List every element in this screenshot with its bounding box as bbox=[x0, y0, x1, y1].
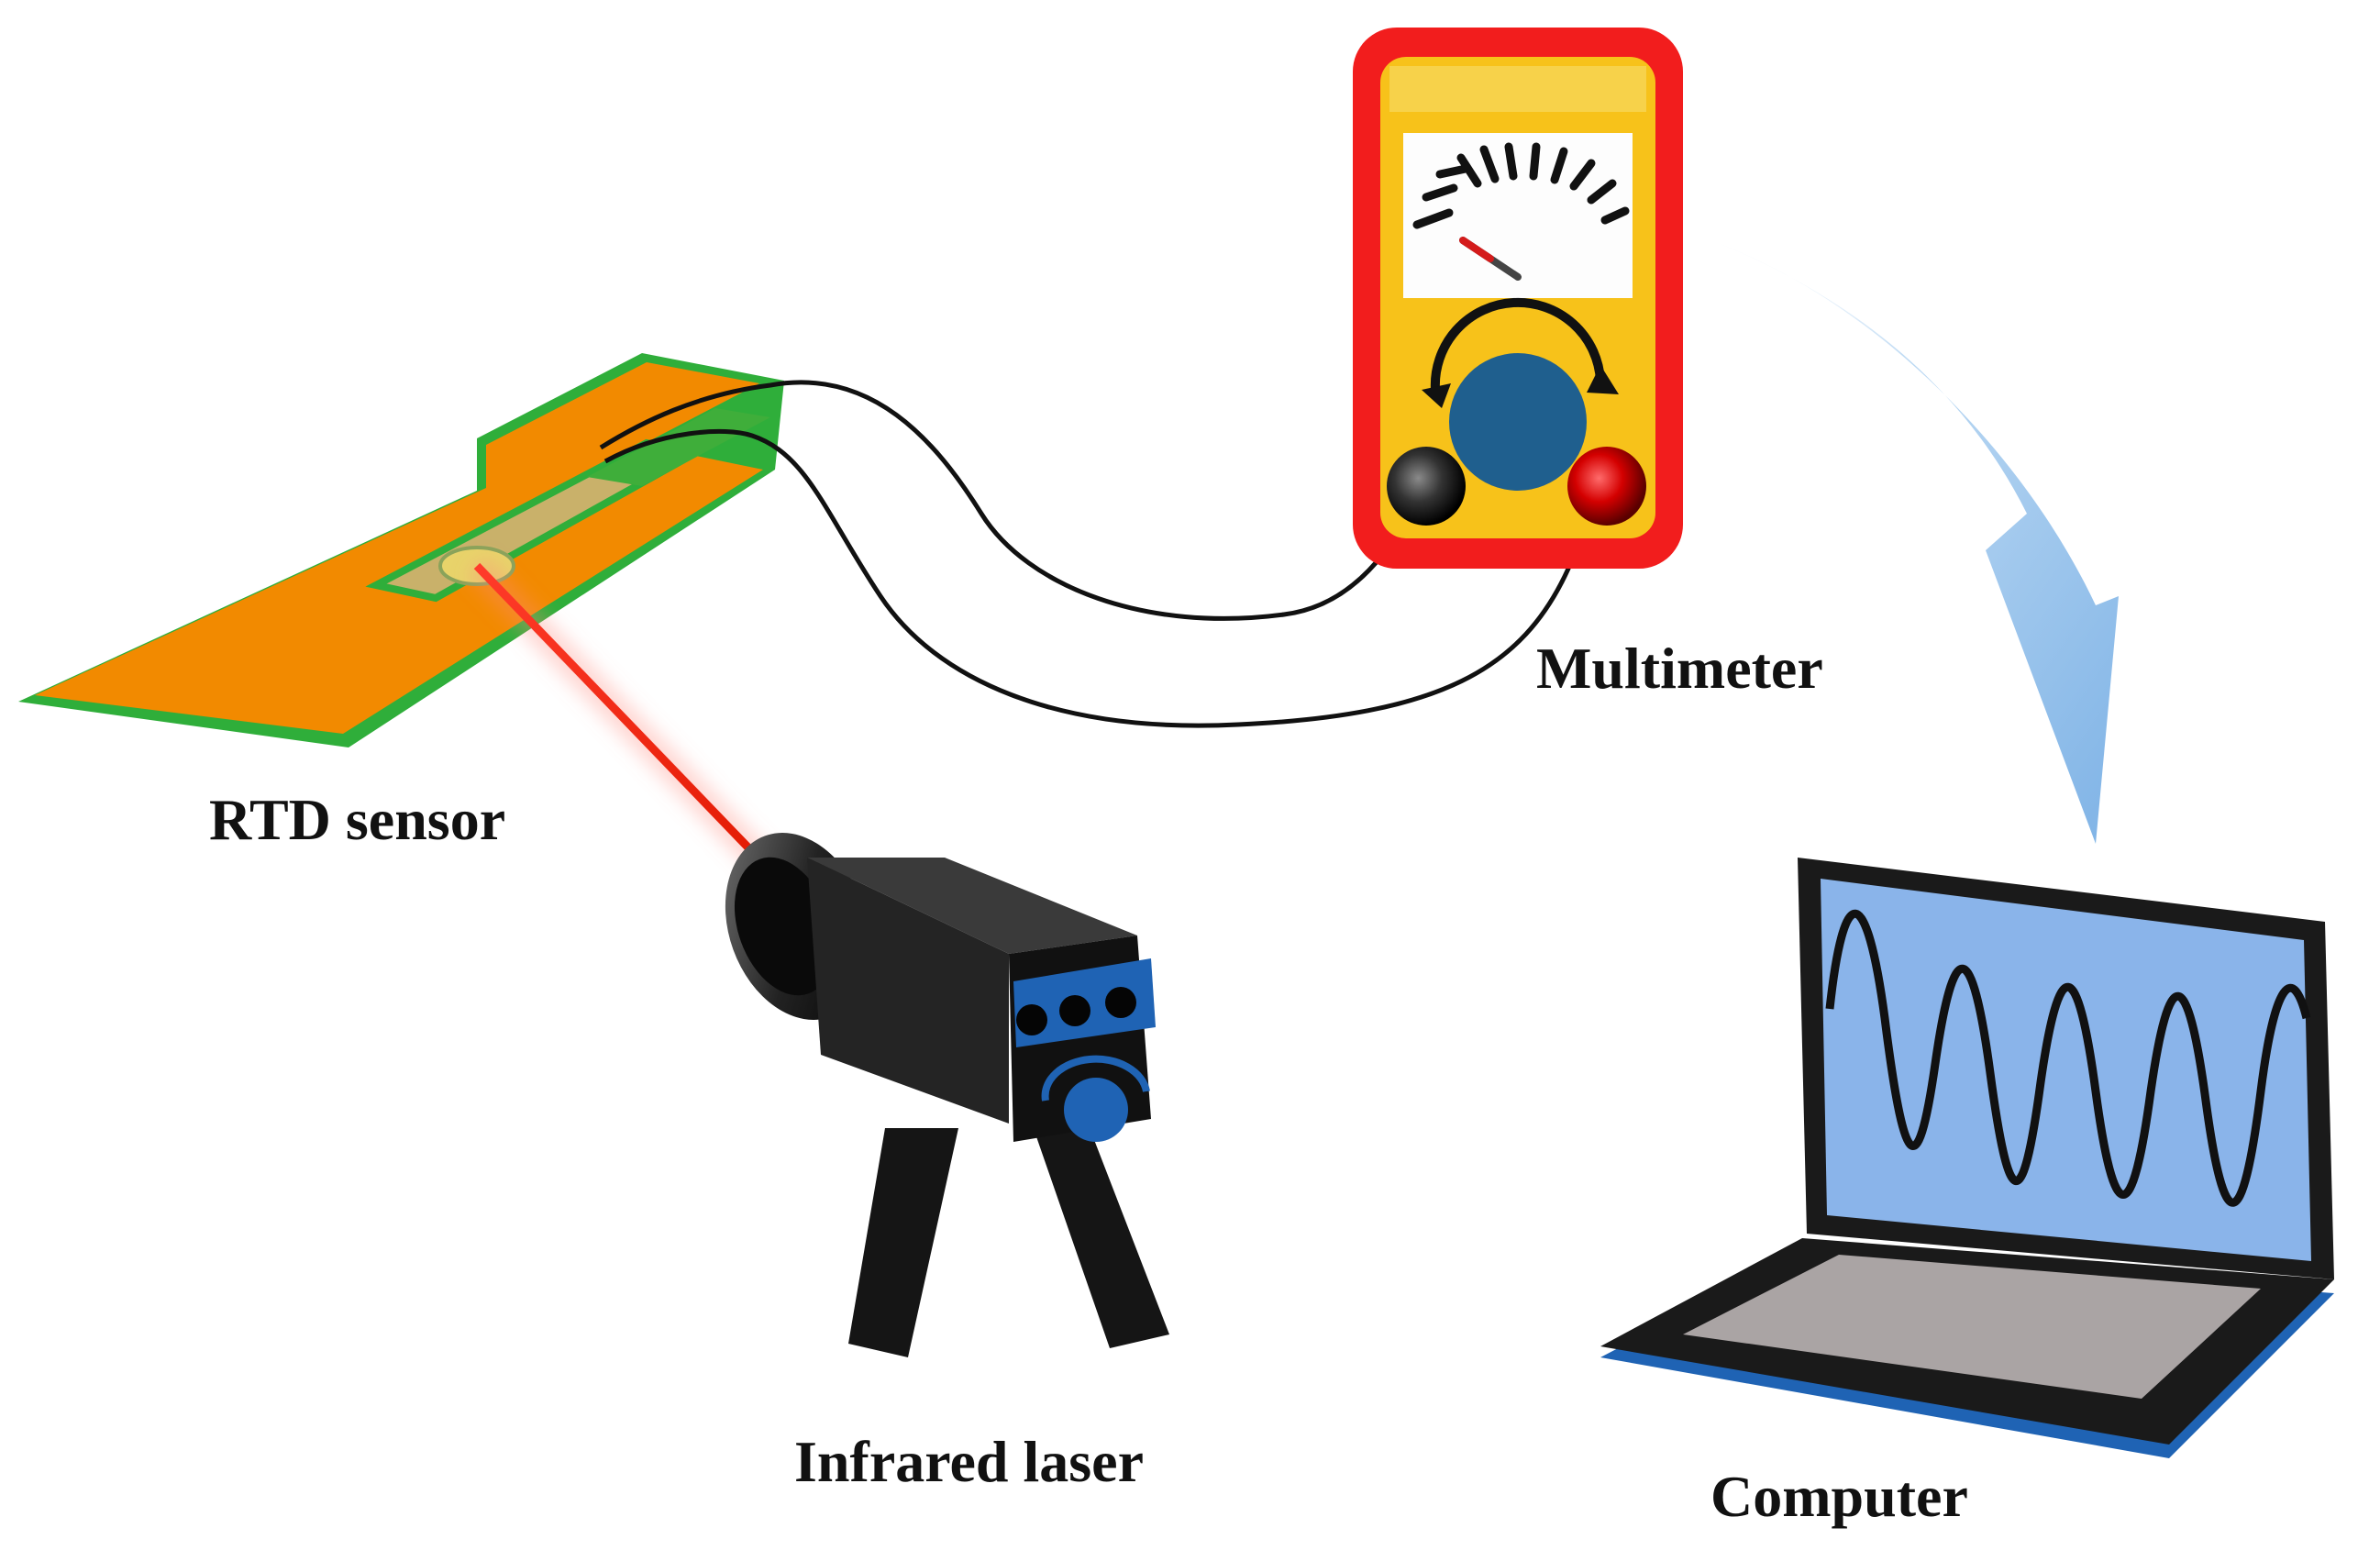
computer-label: Computer bbox=[1710, 1464, 1968, 1529]
tripod-leg-left bbox=[848, 1128, 958, 1357]
laser-body-top bbox=[807, 858, 1137, 954]
multimeter-top-strip bbox=[1389, 66, 1646, 112]
gauge-scale-ticks bbox=[1412, 142, 1630, 229]
wire-black-lead bbox=[599, 380, 1415, 621]
infrared-laser-icon bbox=[725, 833, 1169, 1357]
multimeter-wires bbox=[599, 380, 1589, 728]
laser-lens-face bbox=[734, 857, 835, 996]
black-terminal bbox=[1387, 447, 1466, 526]
infrared-laser-label: Infrared laser bbox=[794, 1429, 1144, 1494]
laptop-screen-display bbox=[1821, 879, 2311, 1261]
laser-button-2 bbox=[1059, 995, 1090, 1026]
rtd-sensor-label: RTD sensor bbox=[209, 787, 506, 852]
curved-arrow-icon bbox=[1706, 238, 2119, 844]
laser-button-1 bbox=[1016, 1004, 1047, 1035]
laser-body-side bbox=[807, 858, 1009, 1124]
laptop-keyboard bbox=[1683, 1255, 2261, 1399]
laser-knob bbox=[1064, 1078, 1128, 1142]
laser-beam bbox=[467, 556, 799, 900]
laptop-icon bbox=[1600, 858, 2334, 1458]
rtd-sensor-icon bbox=[18, 353, 784, 747]
sensor-contact-area bbox=[587, 408, 770, 486]
tripod-leg-right bbox=[1032, 1124, 1169, 1348]
gauge-needle bbox=[1459, 237, 1522, 281]
multimeter-icon bbox=[1353, 28, 1683, 569]
selector-dial bbox=[1422, 297, 1619, 491]
screen-waveform bbox=[1825, 909, 2311, 1207]
pcb-copper-surface bbox=[35, 362, 763, 734]
laser-button-3 bbox=[1105, 987, 1136, 1018]
multimeter-label: Multimeter bbox=[1536, 636, 1823, 701]
wire-red-lead bbox=[603, 428, 1589, 728]
red-terminal bbox=[1567, 447, 1646, 526]
